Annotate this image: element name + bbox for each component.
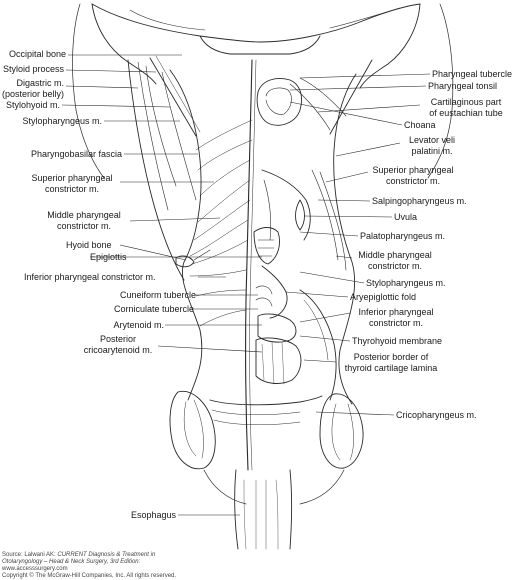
label-superior-constrictor-left-line1: Superior pharyngeal [31, 173, 113, 183]
label-palatopharyngeus: Palatopharyngeus m. [360, 231, 446, 241]
label-digastric: Digastric m. (posterior belly) [2, 78, 64, 99]
label-aryepiglottic-fold: Aryepiglottic fold [350, 292, 417, 302]
label-levator-line2: palatini m. [411, 145, 453, 156]
label-choana: Choana [404, 120, 436, 130]
label-cuneiform-tubercle: Cuneiform tubercle [119, 290, 196, 300]
label-posterior-cricoarytenoid: Posterior cricoarytenoid m. [76, 334, 160, 355]
label-middle-constrictor-left-line1: Middle pharyngeal [47, 210, 121, 220]
label-posterior-cricoarytenoid-line1: Posterior [99, 334, 136, 344]
pharynx-outline [169, 69, 203, 401]
label-stylopharyngeus-upper: Stylopharyngeus m. [22, 116, 102, 126]
label-pharyngobasilar-fascia: Pharyngobasilar fascia [30, 149, 122, 159]
label-eustachian-tube-line2: of eustachian tube [429, 107, 503, 118]
label-pharyngeal-tonsil: Pharyngeal tonsil [428, 81, 498, 91]
cricoarytenoid-shape [255, 337, 302, 384]
label-stylohyoid: Stylohyoid m. [5, 100, 60, 110]
label-eustachian-tube-line1: Cartilaginous part [430, 97, 502, 107]
label-occipital-bone: Occipital bone [8, 49, 66, 59]
label-superior-constrictor-right-line1: Superior pharyngeal [372, 165, 454, 175]
source-credit-line2: Otolaryngology – Head & Neck Surgery, 3r… [2, 559, 140, 566]
thyroid-right [319, 393, 364, 469]
label-stylopharyngeus-lower: Stylopharyngeus m. [366, 278, 446, 288]
copyright-notice: Copyright © The McGraw-Hill Companies, I… [2, 573, 177, 579]
label-middle-constrictor-left-line2: constrictor m. [56, 220, 111, 231]
label-middle-constrictor-right-line2: constrictor m. [367, 260, 422, 271]
label-superior-constrictor-right: Superior pharyngeal constrictor m. [366, 165, 460, 186]
label-cricopharyngeus: Cricopharyngeus m. [396, 410, 477, 420]
label-corniculate-tubercle: Corniculate tubercle [113, 304, 194, 314]
label-thyrohyoid-membrane: Thyrohyoid membrane [352, 336, 443, 346]
source-prefix: Source: Lalwani AK: [2, 552, 58, 558]
arytenoid-shape [257, 313, 297, 343]
styloid-left [149, 57, 197, 137]
choana-right [256, 78, 302, 126]
label-levator-veli-palatini: Levator veli palatini m. [402, 135, 462, 156]
hyoid-bone-shape [175, 255, 195, 268]
source-title-part2: Otolaryngology – Head & Neck Surgery, 3r… [2, 559, 141, 565]
label-epiglottis: Epiglottis [90, 252, 127, 262]
label-styloid-process: Styloid process [2, 64, 64, 74]
label-inferior-constrictor-left: Inferior pharyngeal constrictor m. [24, 272, 156, 282]
label-esophagus: Esophagus [130, 510, 176, 520]
label-superior-constrictor-right-line2: constrictor m. [385, 175, 440, 186]
esophagus-shape [234, 469, 239, 550]
source-website[interactable]: www.accesssurgery.com [2, 566, 68, 572]
label-superior-constrictor-left: Superior pharyngeal constrictor m. [24, 173, 120, 194]
label-hyoid-bone: Hyoid bone [66, 240, 112, 250]
label-posterior-border-line1: Posterior border of [353, 352, 429, 362]
label-posterior-border-line2: thyroid cartilage lamina [344, 362, 438, 373]
label-superior-constrictor-left-line2: constrictor m. [44, 183, 99, 194]
label-middle-constrictor-right: Middle pharyngeal constrictor m. [350, 250, 440, 271]
label-digastric-line2: (posterior belly) [1, 88, 64, 99]
label-posterior-cricoarytenoid-line2: cricoarytenoid m. [83, 344, 153, 355]
styloid-right [329, 59, 373, 135]
label-salpingopharyngeus: Salpingopharyngeus m. [372, 196, 467, 206]
label-middle-constrictor-left: Middle pharyngeal constrictor m. [38, 210, 130, 231]
label-middle-constrictor-right-line1: Middle pharyngeal [358, 250, 432, 260]
label-digastric-line1: Digastric m. [16, 78, 64, 88]
epiglottis-shape [253, 227, 280, 265]
label-arytenoid: Arytenoid m. [113, 320, 164, 330]
source-credit-line1: Source: Lalwani AK: CURRENT Diagnosis & … [2, 552, 155, 559]
pharyngeal-raphe [245, 59, 253, 471]
label-posterior-border-thyroid: Posterior border of thyroid cartilage la… [334, 352, 448, 373]
source-title-part1: CURRENT Diagnosis & Treatment in [57, 552, 156, 558]
soft-palate [261, 169, 311, 241]
label-inferior-constrictor-right: Inferior pharyngeal constrictor m. [350, 307, 442, 328]
label-eustachian-tube: Cartilaginous part of eustachian tube [418, 97, 514, 118]
uvula-shape [295, 199, 305, 231]
laryngeal-inlet [261, 265, 288, 319]
label-inferior-constrictor-right-line1: Inferior pharyngeal [358, 307, 434, 317]
thyroid-left [169, 390, 216, 470]
label-levator-line1: Levator veli [408, 135, 456, 145]
label-inferior-constrictor-right-line2: constrictor m. [368, 317, 423, 328]
skull-base [91, 3, 421, 43]
label-uvula: Uvula [394, 212, 418, 222]
label-pharyngeal-tubercle: Pharyngeal tubercle [432, 69, 513, 79]
